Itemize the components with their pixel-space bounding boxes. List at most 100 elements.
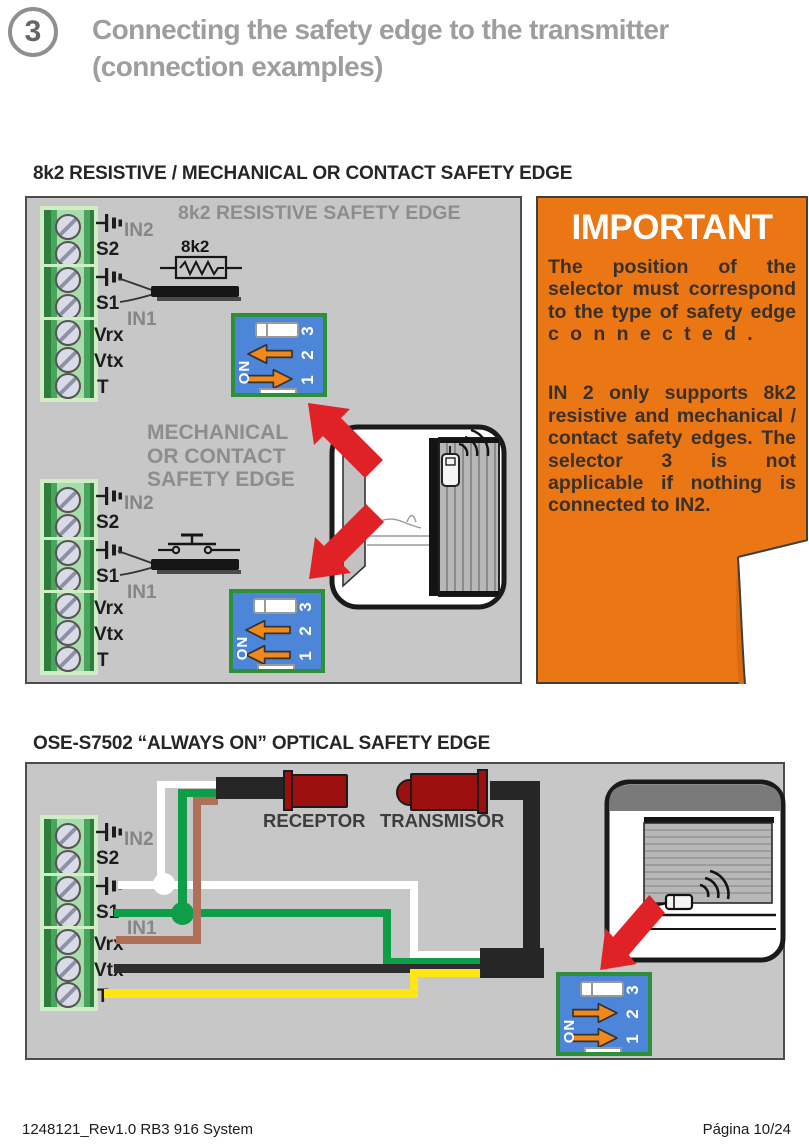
- screw-icon: [55, 903, 81, 929]
- important-title: IMPORTANT: [571, 208, 773, 247]
- screw-icon: [55, 850, 81, 876]
- terminal-label-vrx: Vrx: [94, 598, 124, 619]
- terminal-label-s2: S2: [96, 239, 120, 260]
- dip-slider-stub: [259, 388, 297, 393]
- dip-slider-stub: [257, 664, 295, 669]
- red-arrow-down-left-icon: [600, 895, 665, 970]
- screw-icon: [55, 593, 81, 619]
- screw-icon: [55, 929, 81, 955]
- wire-green: [383, 909, 391, 966]
- dip-knob: [255, 322, 268, 338]
- input-label-in2: IN2: [124, 829, 154, 850]
- dip-on-label: ON: [234, 635, 251, 661]
- screw-icon: [55, 214, 81, 240]
- resistor-icon: [160, 255, 242, 280]
- wire-black: [114, 964, 484, 973]
- receptor-cable: [216, 777, 288, 799]
- screw-icon: [55, 347, 81, 373]
- terminal-label-s1: S1: [96, 293, 120, 314]
- wire-yellow: [410, 969, 484, 977]
- wire-brown: [116, 936, 201, 944]
- safety-edge-contact-icon: [96, 268, 122, 286]
- dip-track: [593, 981, 624, 997]
- terminal-divider: [42, 264, 96, 267]
- wire-white: [410, 881, 418, 960]
- receptor-label: RECEPTOR: [263, 810, 366, 831]
- screw-icon: [55, 646, 81, 672]
- safety-edge-profile: [151, 286, 239, 297]
- dip-switch3-slider: [253, 598, 297, 614]
- terminal-divider: [42, 926, 96, 929]
- dip-label-3: 3: [623, 985, 642, 995]
- transmitter-cable: [523, 781, 540, 954]
- dip-switch-mechanical: 3 2 1 ON: [229, 589, 325, 673]
- input-label-in2: IN2: [124, 493, 154, 514]
- edge-transmitter-device: [441, 453, 460, 487]
- important-paragraph-2: IN 2 only supports 8k2 resistive and mec…: [548, 382, 796, 517]
- receptor-body: [291, 774, 348, 808]
- screw-icon: [55, 620, 81, 646]
- mechanical-edge-label: MECHANICAL OR CONTACT SAFETY EDGE: [147, 421, 295, 491]
- wire-white: [157, 781, 218, 788]
- terminal-block: [40, 206, 98, 402]
- terminal-divider: [42, 590, 96, 593]
- wire-yellow: [410, 972, 418, 996]
- screw-icon: [55, 823, 81, 849]
- dip-label-2: 2: [296, 626, 315, 636]
- dip-on-label: ON: [236, 359, 253, 385]
- wire-green: [178, 790, 187, 913]
- connector-lines: [117, 550, 155, 576]
- red-arrow-down-left-icon: [309, 504, 384, 579]
- safety-edge-profile-shadow: [157, 297, 241, 301]
- terminal-label-t: T: [97, 377, 109, 398]
- terminal-label-s2: S2: [96, 848, 120, 869]
- terminal-label-t: T: [97, 986, 109, 1007]
- dip-arrow-right-icon: [572, 1002, 618, 1024]
- safety-edge-contact-icon: [96, 823, 122, 841]
- screw-icon: [55, 982, 81, 1008]
- important-paragraph-1-last: connected.: [548, 323, 765, 346]
- wire-green: [114, 909, 391, 917]
- dip-arrow-right-icon: [572, 1027, 618, 1049]
- input-label-in1: IN1: [127, 918, 157, 939]
- terminal-label-vrx: Vrx: [94, 325, 124, 346]
- input-label-in2: IN2: [124, 220, 154, 241]
- safety-edge-profile-shadow: [157, 570, 241, 574]
- important-note: IMPORTANT The position of the selector m…: [536, 196, 808, 684]
- terminal-block: [40, 815, 98, 1011]
- screw-icon: [55, 267, 81, 293]
- dip-knob: [253, 598, 266, 614]
- dip-switch-resistive: 3 2 1 ON: [231, 313, 327, 397]
- dip-track: [268, 322, 299, 338]
- screw-icon: [55, 876, 81, 902]
- input-label-in1: IN1: [127, 309, 157, 330]
- push-button-icon: [158, 533, 240, 555]
- dip-on-label: ON: [561, 1018, 578, 1044]
- resistive-diagram-title: 8k2 RESISTIVE SAFETY EDGE: [178, 202, 461, 224]
- screw-icon: [55, 294, 81, 320]
- dip-label-3: 3: [296, 602, 315, 612]
- safety-edge-contact-icon: [96, 487, 122, 505]
- terminal-label-vtx: Vtx: [94, 624, 124, 645]
- footer-page-number: Página 10/24: [702, 1121, 791, 1138]
- resistor-value-label: 8k2: [181, 237, 210, 256]
- dip-arrow-left-icon: [247, 343, 293, 365]
- step-number-badge: 3: [8, 7, 58, 57]
- dip-switch3-slider: [255, 322, 299, 338]
- wire-green: [178, 789, 218, 797]
- cable-junction: [480, 948, 544, 978]
- terminal-divider: [42, 537, 96, 540]
- wire-junction-white: [153, 873, 175, 895]
- screw-icon: [55, 373, 81, 399]
- gate-safety-edge: [429, 438, 439, 596]
- dip-knob: [580, 981, 593, 997]
- dip-label-1: 1: [296, 651, 315, 661]
- wire-yellow: [104, 989, 418, 998]
- input-label-in1: IN1: [127, 582, 157, 603]
- page-title-line1: Connecting the safety edge to the transm…: [92, 14, 669, 45]
- dip-label-3: 3: [298, 326, 317, 336]
- page-title: Connecting the safety edge to the transm…: [92, 11, 772, 85]
- dip-switch-optical: 3 2 1 ON: [556, 972, 652, 1056]
- terminal-block: [40, 479, 98, 675]
- wire-green: [383, 958, 483, 966]
